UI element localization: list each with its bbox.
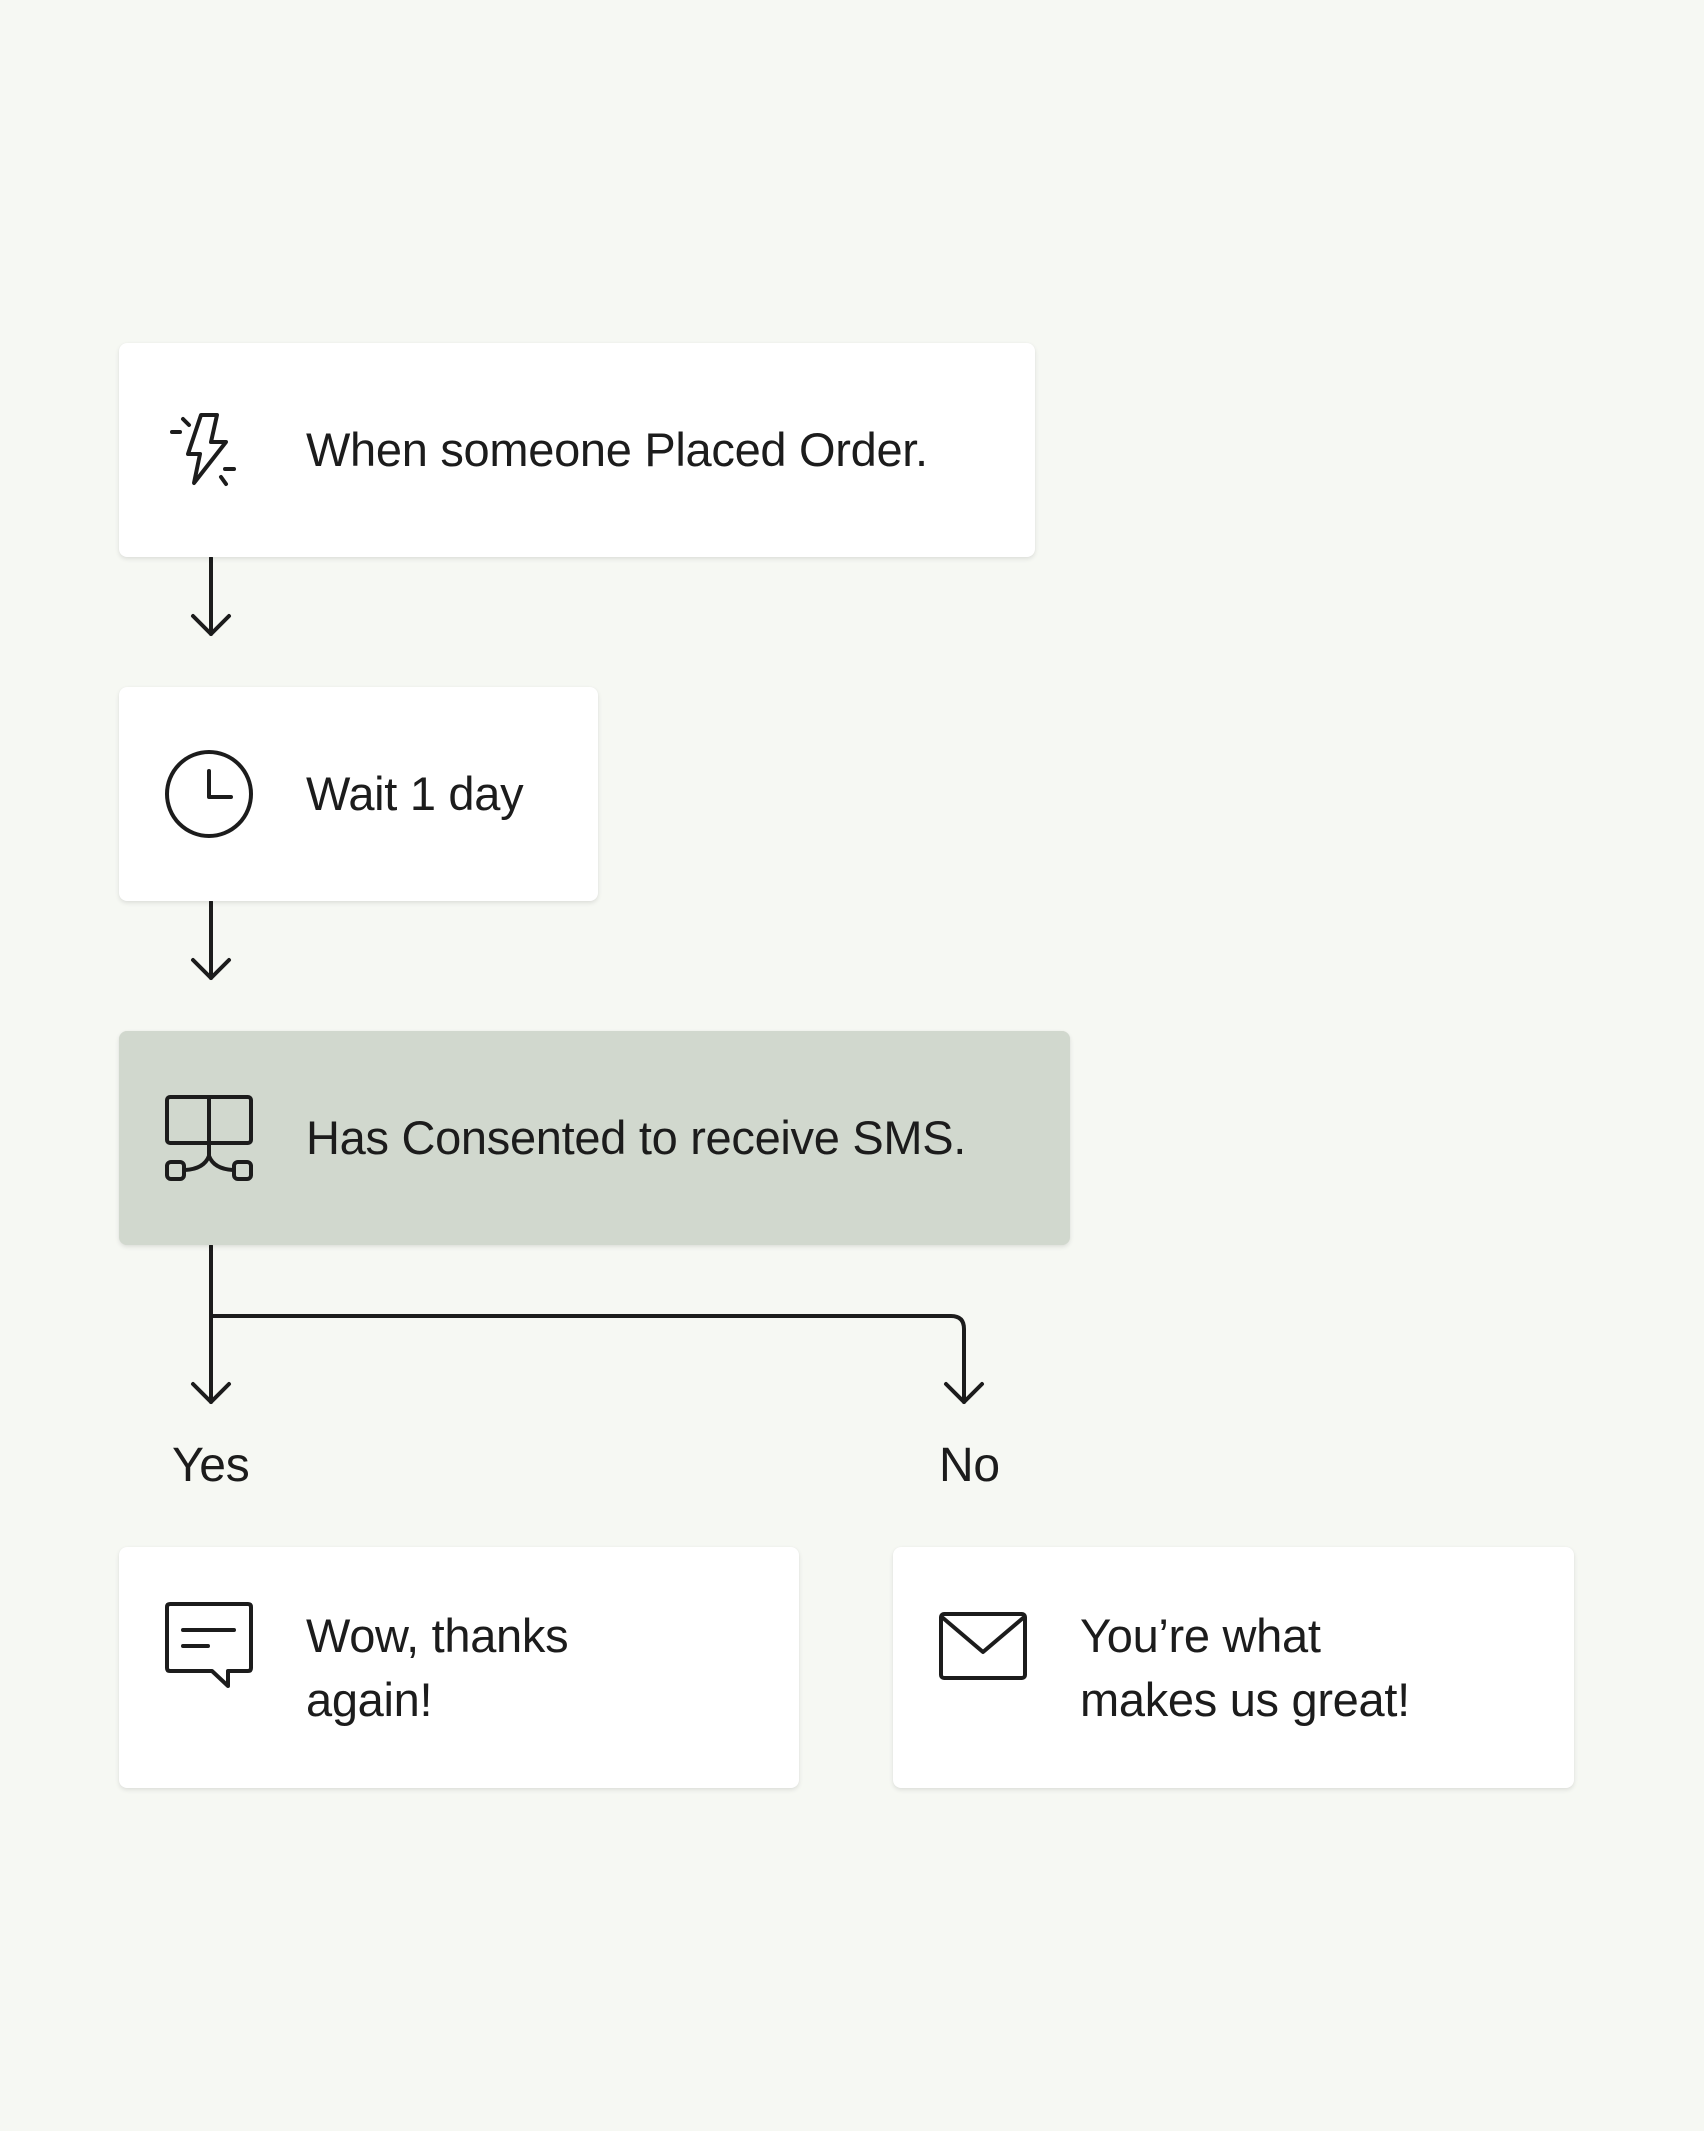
branch-label-yes: Yes bbox=[172, 1439, 250, 1492]
split-branch-icon bbox=[164, 1093, 254, 1183]
clock-icon bbox=[164, 749, 254, 839]
arrow-trigger-to-wait bbox=[191, 556, 231, 636]
email-envelope-icon bbox=[938, 1600, 1028, 1690]
sms-action-node[interactable]: Wow, thanks again! bbox=[119, 1547, 799, 1788]
arrow-condition-to-yes bbox=[191, 1244, 231, 1404]
email-action-label: You’re what makes us great! bbox=[1080, 1608, 1410, 1726]
lightning-bolt-icon bbox=[164, 405, 254, 495]
sms-action-label: Wow, thanks again! bbox=[306, 1608, 569, 1726]
wait-node[interactable]: Wait 1 day bbox=[119, 687, 598, 901]
branch-label-no: No bbox=[939, 1439, 1000, 1492]
wait-label: Wait 1 day bbox=[306, 767, 524, 820]
trigger-label: When someone Placed Order. bbox=[306, 423, 928, 476]
arrow-condition-to-no bbox=[209, 1314, 984, 1404]
arrow-wait-to-condition bbox=[191, 900, 231, 980]
condition-node[interactable]: Has Consented to receive SMS. bbox=[119, 1031, 1070, 1245]
email-action-node[interactable]: You’re what makes us great! bbox=[893, 1547, 1574, 1788]
condition-label: Has Consented to receive SMS. bbox=[306, 1111, 967, 1164]
sms-message-icon bbox=[164, 1600, 254, 1690]
trigger-node[interactable]: When someone Placed Order. bbox=[119, 343, 1035, 557]
